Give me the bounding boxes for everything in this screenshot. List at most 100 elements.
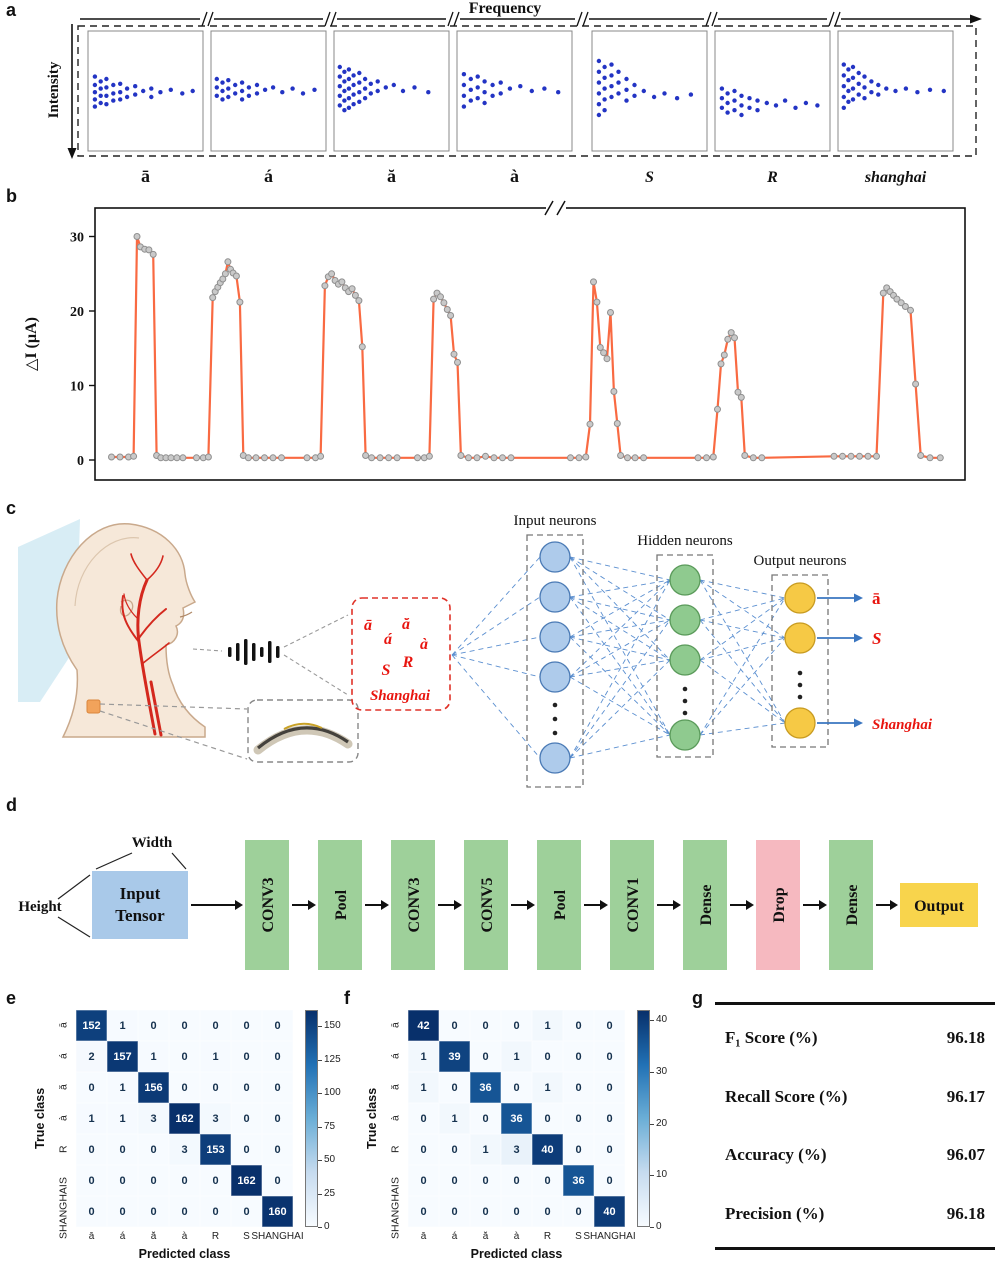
matrix-cell: 0 [138,1010,169,1041]
line-marker [252,454,260,462]
phoneme-label: à [510,166,519,186]
matrix-cell: 1 [107,1072,138,1103]
stimulus-char: ā [364,617,372,634]
line-marker [758,454,766,462]
row-label: ā [389,1022,402,1029]
line-marker [209,294,217,302]
scatter-dot [246,93,252,99]
scatter-dot [468,87,473,93]
matrix-cell: 0 [169,1196,200,1227]
line-marker [362,452,370,459]
scatter-dot [903,86,909,91]
scatter-dot [104,93,109,99]
scatter-dot [596,80,602,85]
cnn-layer-block [245,840,289,970]
matrix-cell: 0 [231,1072,262,1103]
scatter-dot [856,70,861,76]
scatter-dot [233,91,238,96]
matrix-cell: 0 [262,1041,293,1072]
col-label: R [543,1231,552,1242]
line-marker [567,454,574,462]
matrix-cell: 162 [169,1103,200,1134]
scatter-dot [518,84,523,89]
scatter-dot [609,94,614,100]
matrix-cell: 0 [76,1134,107,1165]
matrix-cell: 0 [563,1010,594,1041]
matrix-cell: 0 [501,1165,532,1196]
matrix-cell: 0 [439,1165,470,1196]
line-marker [917,452,925,459]
scatter-dot [412,85,417,90]
line-marker [879,289,887,297]
colorbar-tick-label: 125 [324,1053,341,1065]
line-marker [490,454,498,462]
axis-break [201,11,208,27]
arrowhead [746,900,754,910]
matrix-cell: 0 [138,1165,169,1196]
nn-connection [451,654,541,759]
col-label: R [211,1231,220,1242]
stimulus-char: R [402,654,414,671]
matrix-cell: 1 [501,1041,532,1072]
scatter-dot [662,91,667,96]
artery [138,608,167,639]
line-marker [130,452,138,460]
line-marker [624,454,631,462]
line-marker [936,454,944,462]
scatter-dot [641,88,646,94]
scatter-dot [850,97,856,102]
line-marker [430,295,438,303]
line-marker [149,250,157,258]
line-marker [617,452,625,459]
head-illustration [55,523,206,738]
nn-connection [569,579,671,638]
scatter-dot [337,93,342,99]
scatter-dot [609,73,614,78]
row-label: ă [57,1084,70,1091]
artery [121,595,140,643]
line-marker [447,312,455,319]
line-marker [749,454,757,462]
colorbar-tick [650,1020,654,1022]
input-neuron [539,621,571,653]
scatter-dot [856,92,861,97]
matrix-cell: 0 [408,1134,439,1165]
line-marker [596,344,604,351]
scatter-dot [92,104,98,109]
output-layer-frame [771,574,829,748]
scatter-dot [876,92,881,97]
delta-i-axis-label: △I (µA) [23,317,40,371]
scatter-dot [602,97,607,102]
input-neuron [539,742,571,774]
scatter-dot [98,93,103,99]
line-marker [351,291,359,299]
nn-connection [699,619,786,724]
matrix-cell: 0 [408,1165,439,1196]
matrix-cell: 39 [439,1041,470,1072]
line-marker [727,329,735,337]
colorbar-tick [318,1059,322,1061]
line-marker [376,454,384,462]
cnn-layer-label: Pool [552,889,569,920]
matrix-cell: 1 [76,1103,107,1134]
ellipsis-dot [552,702,558,708]
line-marker [414,454,421,462]
colorbar-tick [318,1193,322,1195]
scatter-dot [220,88,225,94]
scatter-dot [104,102,109,107]
scatter-dot [461,104,467,109]
line-marker [720,351,728,359]
metric-value: 96.07 [946,1145,985,1165]
col-label: ă [482,1231,489,1242]
axis-break [447,11,454,27]
axis-break [544,200,554,216]
line-marker [145,246,153,254]
scatter-dot [498,80,503,85]
scatter-dot [507,86,513,91]
colorbar-tick-label: 100 [324,1087,341,1098]
scatter-dot [869,90,874,95]
matrix-cell: 1 [532,1010,563,1041]
